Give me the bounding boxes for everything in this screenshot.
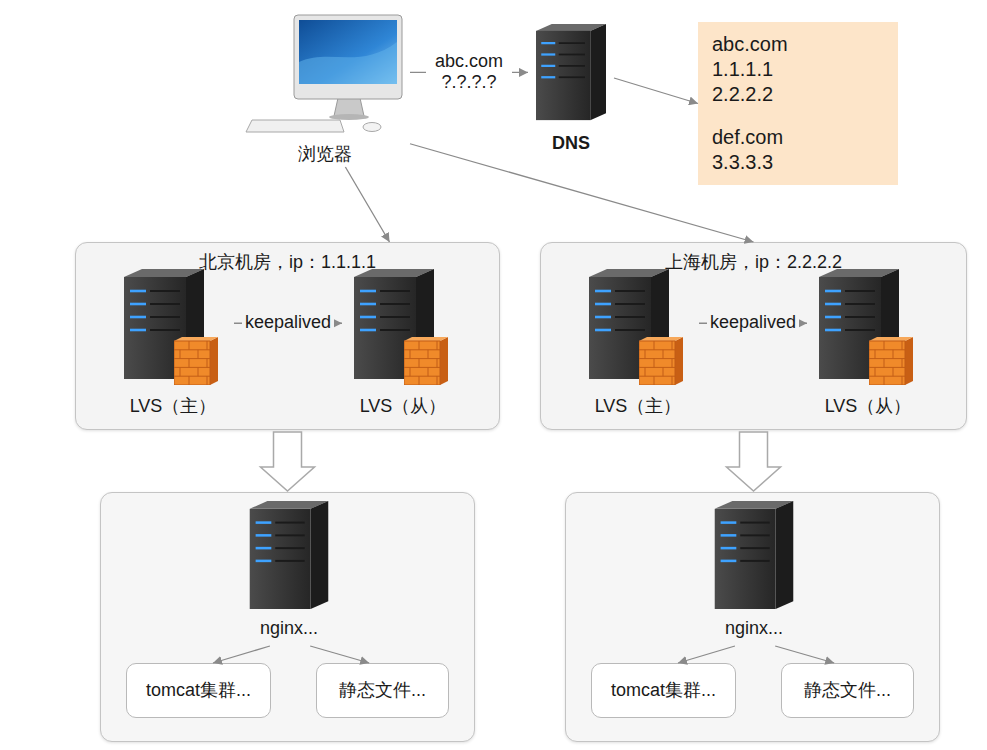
lvs-server: LVS（主） [577,269,699,424]
connector-arrow [345,167,389,242]
node-label: LVS（从） [360,395,447,418]
lvs-server: LVS（主） [112,269,234,424]
firewall-icon [869,337,913,385]
browser-client: 浏览器 [240,12,410,167]
node-label: LVS（主） [130,395,217,418]
server-icon [249,501,329,609]
firewall-icon [174,337,218,385]
firewall-icon [404,337,448,385]
service-box: tomcat集群... [126,663,271,718]
firewall-icon [639,337,683,385]
backend-group: nginx... tomcat集群... 静态文件... [100,492,475,742]
lvs-server: LVS（从） [807,269,929,424]
flow-block-arrow [261,432,315,491]
nginx-server: nginx... [701,501,807,646]
node-label: nginx... [725,617,783,640]
firewall-wrap [639,337,683,389]
node-label: tomcat集群... [611,679,716,702]
service-box: 静态文件... [316,663,449,718]
service-box: tomcat集群... [591,663,736,718]
region-title: 上海机房，ip：2.2.2.2 [541,243,966,274]
backend-group: nginx... tomcat集群... 静态文件... [565,492,940,742]
node-label: nginx... [260,617,318,640]
node-label: tomcat集群... [146,679,251,702]
node-label: DNS [552,132,590,155]
dns-record: def.com 3.3.3.3 [712,125,802,175]
edge-label: abc.com ?.?.?.? [426,51,512,94]
dns-server: DNS [528,22,614,162]
server-icon [714,501,794,609]
connector-arrow [775,646,834,663]
node-label: 静态文件... [339,679,426,702]
node-label: LVS（从） [825,395,912,418]
lvs-server: LVS（从） [342,269,464,424]
connector-arrow [213,646,270,663]
lvs-icon-group [577,269,699,387]
lvs-icon-group [807,269,929,387]
edge-label: keepalived [242,312,334,334]
dns-record: abc.com 1.1.1.1 2.2.2.2 [712,32,802,107]
edge-label: keepalived [707,312,799,334]
lvs-icon-group [342,269,464,387]
firewall-wrap [404,337,448,389]
server-icon [536,22,606,122]
node-label: 静态文件... [804,679,891,702]
firewall-wrap [869,337,913,389]
node-label: LVS（主） [595,395,682,418]
firewall-wrap [174,337,218,389]
flow-block-arrow [727,432,781,491]
computer-icon [240,12,410,137]
dns-record-note: abc.com 1.1.1.1 2.2.2.2 def.com 3.3.3.3 [698,22,898,185]
connector-arrow [410,144,754,242]
datacenter-region: 北京机房，ip：1.1.1.1LVS（主） LVS（从） [75,242,500,430]
lvs-icon-group [112,269,234,387]
connector-arrow [310,646,369,663]
nginx-server: nginx... [236,501,342,646]
datacenter-region: 上海机房，ip：2.2.2.2LVS（主） LVS（从） [540,242,967,430]
connector-arrow [614,78,698,104]
service-box: 静态文件... [781,663,914,718]
region-title: 北京机房，ip：1.1.1.1 [76,243,499,274]
connector-arrow [678,646,735,663]
node-label: 浏览器 [298,143,352,166]
